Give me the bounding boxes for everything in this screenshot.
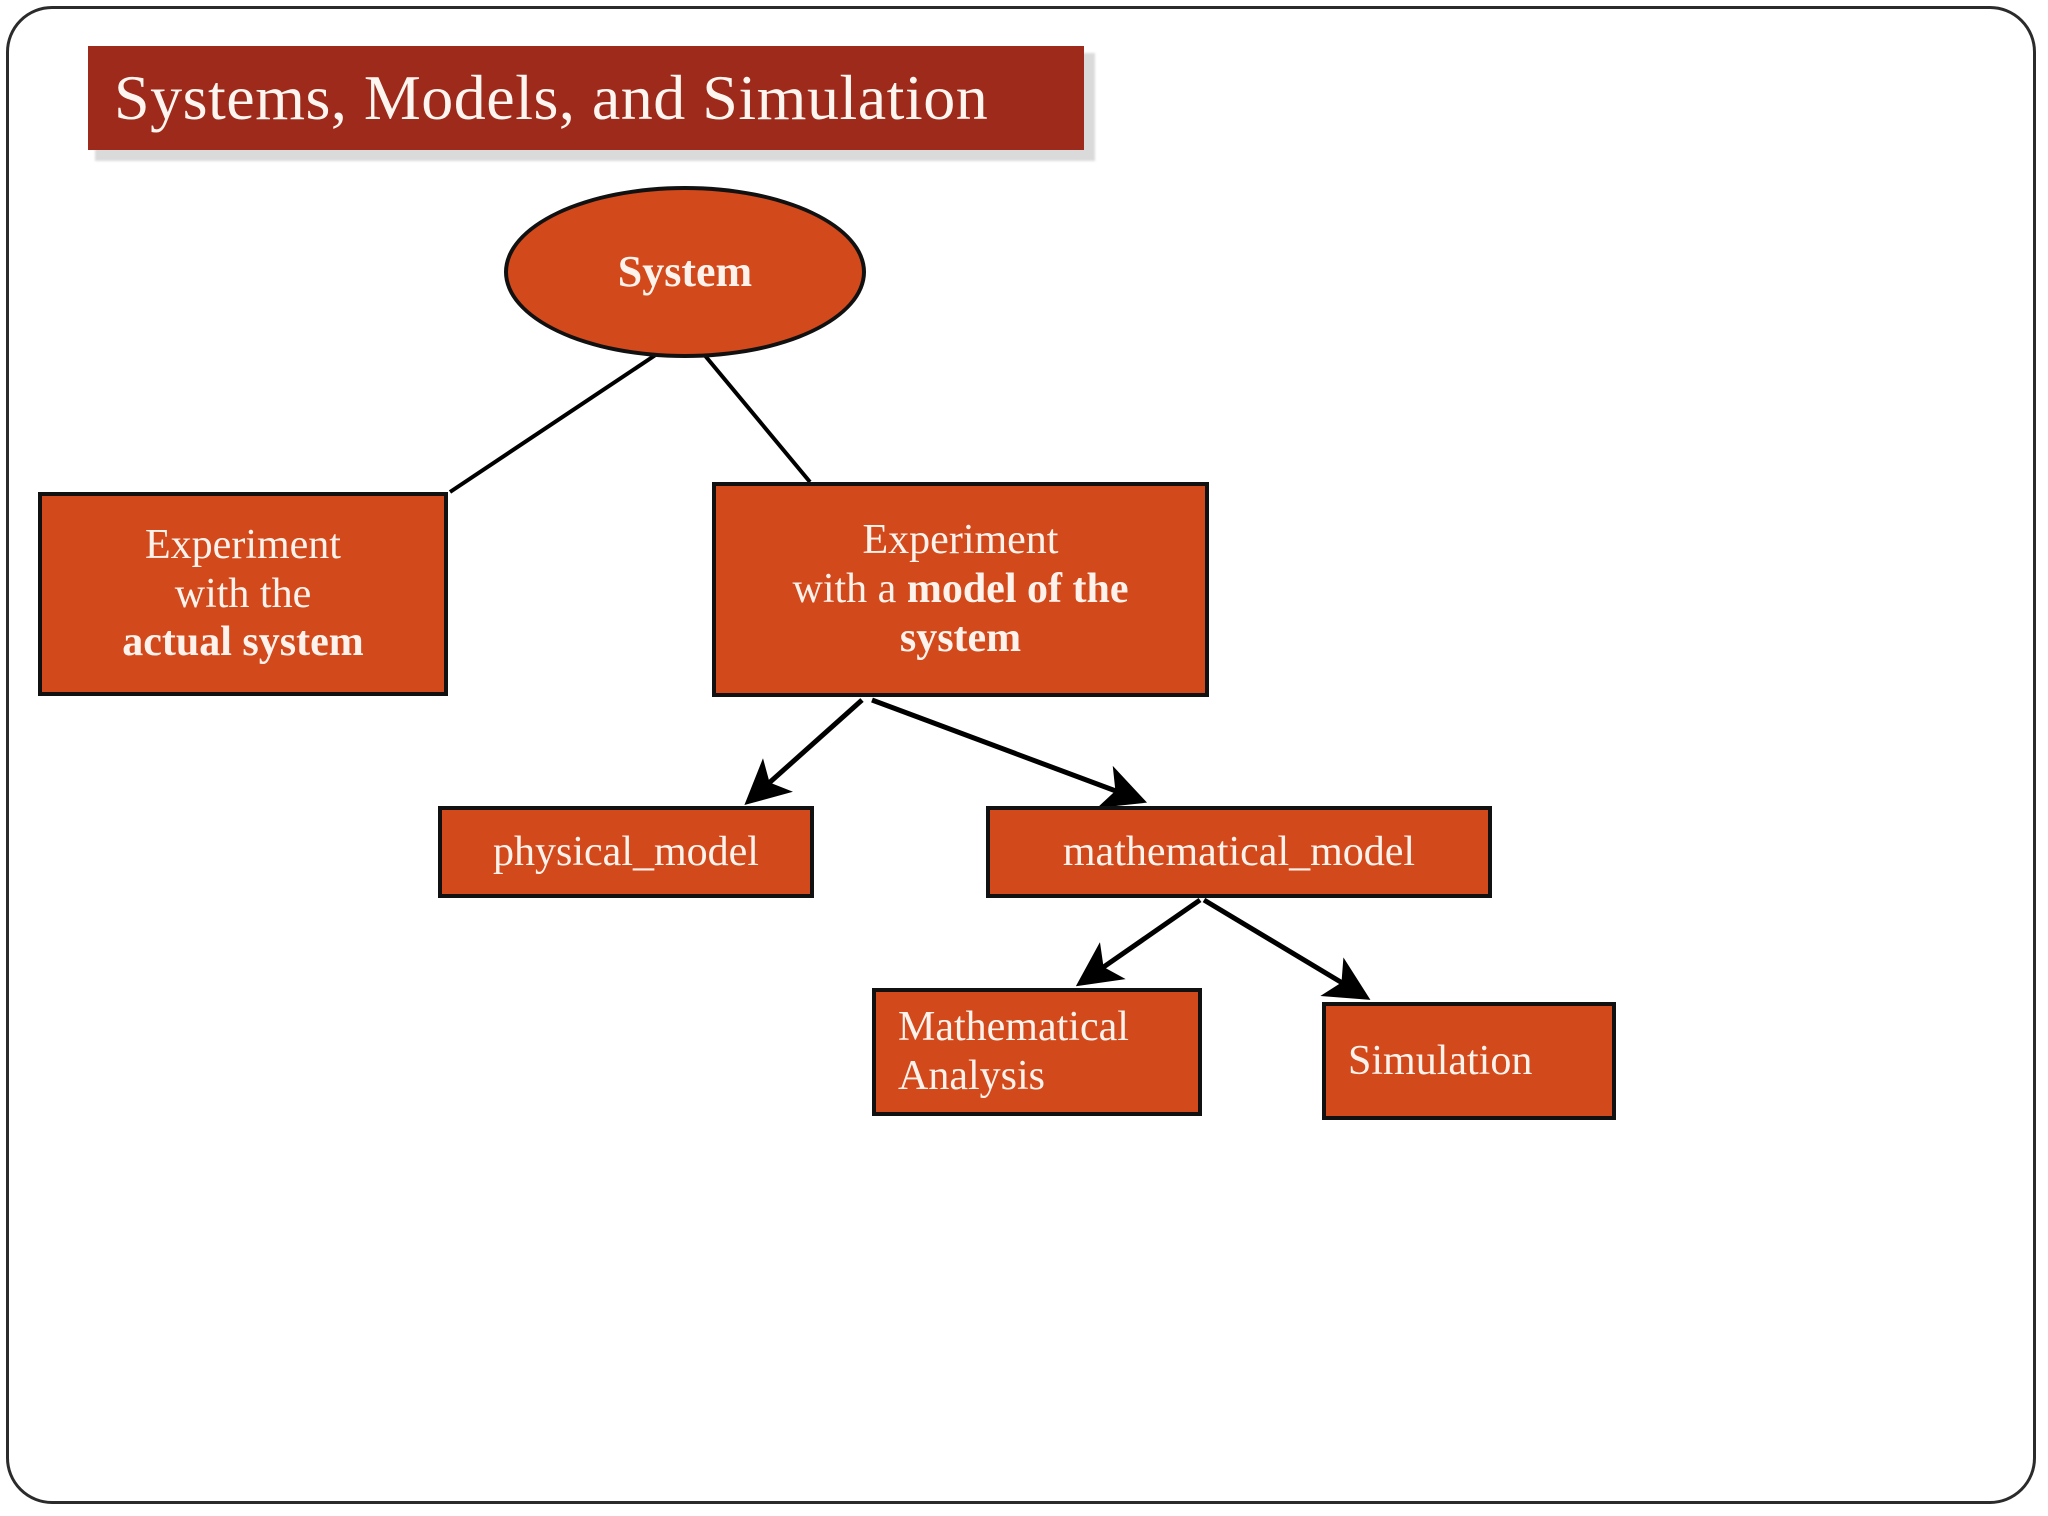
node-mathematical-analysis[interactable]: Mathematical Analysis <box>872 988 1202 1116</box>
node-experiment-model-of-system[interactable]: Experiment with a model of the system <box>712 482 1209 697</box>
node-mathematical-model-label: mathematical_model <box>1062 828 1416 875</box>
node-simulation-label: Simulation <box>1348 1037 1533 1084</box>
edge-model-to-physical-model <box>744 698 864 805</box>
edge-mathematical-model-to-simulation <box>1202 897 1371 1000</box>
node-system-label: System <box>617 247 753 297</box>
page-title: Systems, Models, and Simulation <box>114 62 989 133</box>
model-line-2-bold: model of the <box>906 566 1129 613</box>
model-line-1: Experiment <box>862 517 1059 564</box>
model-line-3: system <box>899 614 1022 661</box>
edge-mathematical-model-to-analysis <box>1075 897 1202 987</box>
title-bar: Systems, Models, and Simulation <box>88 46 1084 150</box>
slide-border <box>6 6 2036 1504</box>
analysis-line-2: Analysis <box>898 1053 1045 1099</box>
edge-system-to-actual-system <box>448 350 662 494</box>
node-physical-model[interactable]: physical_model <box>438 806 814 898</box>
analysis-line-1: Mathematical <box>898 1004 1129 1051</box>
node-system[interactable]: System <box>504 186 866 358</box>
node-mathematical-analysis-label: Mathematical Analysis <box>898 1003 1198 1100</box>
actual-line-1: Experiment <box>145 521 341 568</box>
node-experiment-actual-system-label: Experiment with the actual system <box>42 521 444 667</box>
node-simulation[interactable]: Simulation <box>1322 1002 1616 1120</box>
edge-model-to-mathematical-model <box>871 697 1148 808</box>
actual-line-3: actual system <box>122 619 364 666</box>
node-physical-model-label: physical_model <box>493 828 759 875</box>
actual-line-2: with the <box>174 570 312 617</box>
node-mathematical-model[interactable]: mathematical_model <box>986 806 1492 898</box>
node-experiment-actual-system[interactable]: Experiment with the actual system <box>38 492 448 696</box>
model-line-2-plain: with a <box>792 566 907 613</box>
edge-system-to-model-of-system <box>700 350 812 484</box>
node-experiment-model-of-system-label: Experiment with a model of the system <box>716 516 1205 662</box>
